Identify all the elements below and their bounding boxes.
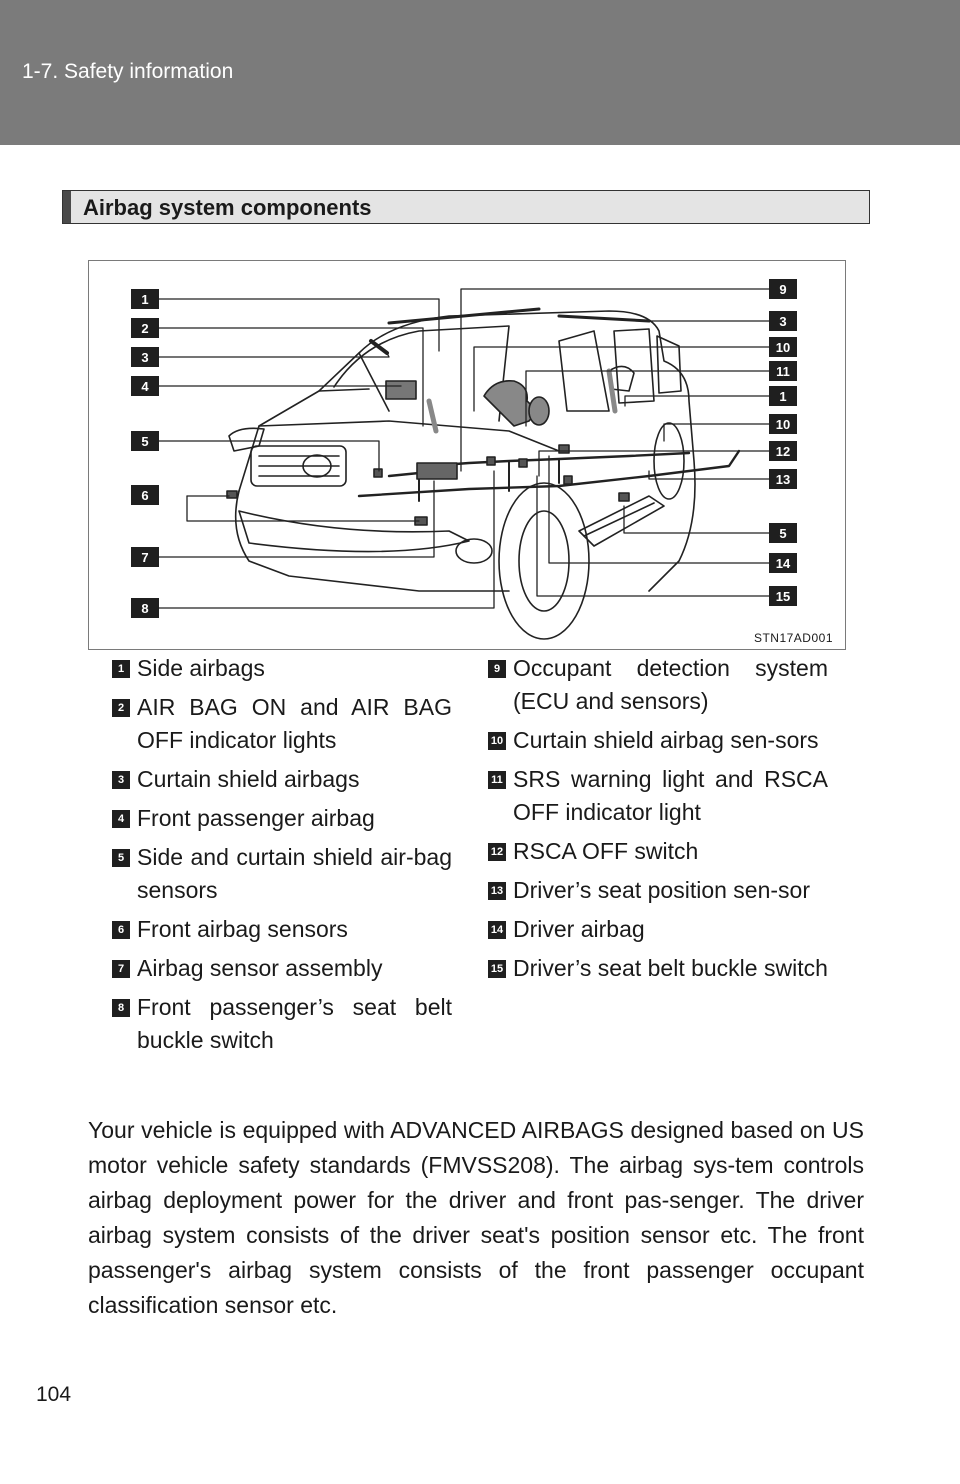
callout-tag-5: 5 [131, 431, 159, 451]
legend-text: Driver’s seat position sen-sor [513, 877, 810, 903]
callout-tag-2: 2 [131, 318, 159, 338]
callout-tag-7: 7 [131, 547, 159, 567]
legend-item: 3 Curtain shield airbags [112, 763, 452, 796]
callout-tag-13: 13 [769, 469, 797, 489]
legend-number: 10 [488, 732, 506, 750]
callout-tag-9: 9 [769, 279, 797, 299]
legend-text: Front passenger’s seat belt buckle switc… [137, 994, 452, 1053]
legend-text: Occupant detection system (ECU and senso… [513, 655, 828, 714]
legend-item: 14 Driver airbag [488, 913, 828, 946]
legend-item: 15 Driver’s seat belt buckle switch [488, 952, 828, 985]
legend-text: Side airbags [137, 655, 265, 681]
legend-text: Front passenger airbag [137, 805, 375, 831]
legend-number: 15 [488, 960, 506, 978]
legend-text: SRS warning light and RSCA OFF indicator… [513, 766, 828, 825]
callout-tag-4: 4 [131, 376, 159, 396]
callout-tag-14: 14 [769, 553, 797, 573]
callout-tag-15: 15 [769, 586, 797, 606]
legend-number: 7 [112, 960, 130, 978]
legend-number: 2 [112, 699, 130, 717]
legend-number: 4 [112, 810, 130, 828]
legend-text: Airbag sensor assembly [137, 955, 382, 981]
callout-tag-3: 3 [131, 347, 159, 367]
callout-tag-1: 1 [131, 289, 159, 309]
page-header: 1-7. Safety information [0, 0, 960, 145]
callout-tag-5-right: 5 [769, 523, 797, 543]
callout-tag-6: 6 [131, 485, 159, 505]
legend-text: Side and curtain shield air-bag sensors [137, 844, 452, 903]
section-heading-bar: Airbag system components [62, 190, 870, 224]
legend-number: 3 [112, 771, 130, 789]
legend-left-column: 1 Side airbags 2 AIR BAG ON and AIR BAG OF… [112, 652, 452, 1063]
legend-text: Driver’s seat belt buckle switch [513, 955, 828, 981]
body-paragraph: Your vehicle is equipped with ADVANCED A… [88, 1113, 864, 1323]
legend-number: 1 [112, 660, 130, 678]
legend-item: 12 RSCA OFF switch [488, 835, 828, 868]
legend-number: 13 [488, 882, 506, 900]
legend-item: 6 Front airbag sensors [112, 913, 452, 946]
heading-accent [63, 191, 71, 223]
legend-item: 9 Occupant detection system (ECU and sens… [488, 652, 828, 718]
legend-text: Curtain shield airbags [137, 766, 359, 792]
legend-number: 8 [112, 999, 130, 1017]
legend-item: 11 SRS warning light and RSCA OFF indicat… [488, 763, 828, 829]
callout-tag-10-right: 10 [769, 414, 797, 434]
vehicle-illustration [89, 261, 846, 650]
legend-item: 1 Side airbags [112, 652, 452, 685]
callout-tag-1-right: 1 [769, 386, 797, 406]
airbag-diagram: 1 2 3 4 5 6 7 8 9 3 10 11 1 10 12 13 5 1… [88, 260, 846, 650]
legend-item: 5 Side and curtain shield air-bag sensors [112, 841, 452, 907]
legend-number: 11 [488, 771, 506, 789]
legend-number: 14 [488, 921, 506, 939]
legend-text: Front airbag sensors [137, 916, 348, 942]
section-breadcrumb: 1-7. Safety information [22, 60, 233, 84]
legend-item: 8 Front passenger’s seat belt buckle swit… [112, 991, 452, 1057]
legend-item: 2 AIR BAG ON and AIR BAG OFF indicator li… [112, 691, 452, 757]
page-number: 104 [36, 1383, 71, 1407]
legend-text: Driver airbag [513, 916, 645, 942]
legend-text: RSCA OFF switch [513, 838, 698, 864]
section-title: Airbag system components [83, 195, 372, 221]
callout-tag-8: 8 [131, 598, 159, 618]
legend-item: 7 Airbag sensor assembly [112, 952, 452, 985]
legend-item: 10 Curtain shield airbag sen-sors [488, 724, 828, 757]
legend-right-column: 9 Occupant detection system (ECU and sens… [488, 652, 828, 991]
callout-tag-12: 12 [769, 441, 797, 461]
legend-text: AIR BAG ON and AIR BAG OFF indicator lig… [137, 694, 452, 753]
callout-tag-11: 11 [769, 361, 797, 381]
legend-number: 12 [488, 843, 506, 861]
callout-tag-10: 10 [769, 337, 797, 357]
legend-number: 6 [112, 921, 130, 939]
legend-item: 4 Front passenger airbag [112, 802, 452, 835]
figure-code: STN17AD001 [754, 631, 833, 645]
legend-text: Curtain shield airbag sen-sors [513, 727, 819, 753]
legend-number: 5 [112, 849, 130, 867]
callout-tag-3-right: 3 [769, 311, 797, 331]
legend-item: 13 Driver’s seat position sen-sor [488, 874, 828, 907]
legend-number: 9 [488, 660, 506, 678]
